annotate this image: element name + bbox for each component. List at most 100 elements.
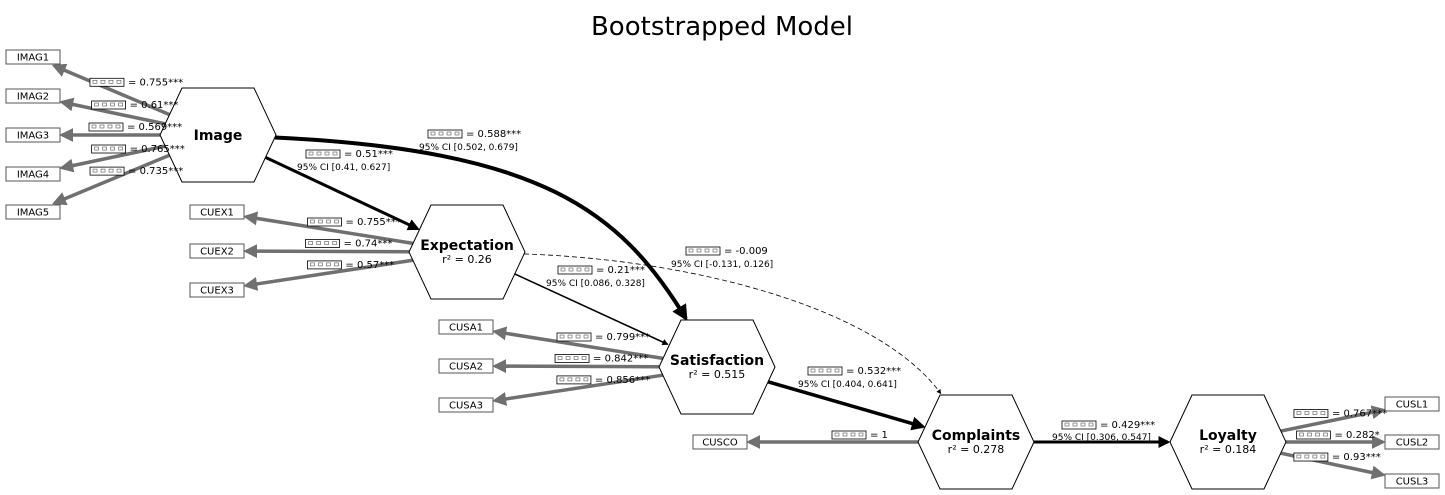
loading-label-box xyxy=(1293,409,1329,418)
indicator-label: IMAG4 xyxy=(17,170,49,181)
latent-hexagon[interactable] xyxy=(1169,394,1287,490)
loading-label-glyph xyxy=(94,102,99,107)
indicator-label: CUEX2 xyxy=(200,247,234,258)
latent-hexagon[interactable] xyxy=(658,319,776,415)
loading-label-imag2: = 0.61*** xyxy=(91,100,179,111)
indicator-box[interactable] xyxy=(5,49,61,65)
indicator-box[interactable] xyxy=(438,358,494,374)
path-arrow-satisfaction-to-complaints xyxy=(767,380,926,431)
indicator-cusco[interactable]: CUSCO xyxy=(692,434,748,450)
path-confidence-interval: 95% CI [-0.131, 0.126] xyxy=(671,260,773,270)
loading-label-glyph xyxy=(850,432,856,437)
indicator-cuex2[interactable]: CUEX2 xyxy=(189,243,245,259)
indicator-cuex3[interactable]: CUEX3 xyxy=(189,282,245,298)
loading-value-cusl2: = 0.282* xyxy=(1335,430,1380,441)
indicator-cusl3[interactable]: CUSL3 xyxy=(1384,473,1440,489)
loading-label-glyph xyxy=(332,241,337,245)
indicator-imag5[interactable]: IMAG5 xyxy=(5,204,61,220)
latent-hexagon[interactable] xyxy=(408,204,526,300)
loading-label-imag5: = 0.735*** xyxy=(89,166,183,177)
loading-label-imag4: = 0.765*** xyxy=(91,144,185,155)
indicator-imag3[interactable]: IMAG3 xyxy=(5,127,61,143)
loading-label-glyph xyxy=(1323,432,1328,437)
indicator-box[interactable] xyxy=(5,88,61,104)
indicator-label: CUEX3 xyxy=(200,286,234,297)
loading-label-glyph xyxy=(108,79,114,84)
path-label-box xyxy=(685,246,721,256)
path-coefficient: = 0.429*** xyxy=(1100,420,1155,431)
loading-label-box xyxy=(1293,452,1329,462)
indicator-label: CUSA1 xyxy=(449,323,483,334)
indicator-label: CUSA2 xyxy=(449,362,483,373)
loading-value-cusa1: = 0.799*** xyxy=(595,332,650,343)
path-label-glyph xyxy=(324,151,330,156)
indicator-label: CUSL1 xyxy=(1396,400,1429,411)
indicator-box[interactable] xyxy=(1384,434,1440,450)
path-coefficient: = 0.532*** xyxy=(846,366,901,377)
indicator-cusl2[interactable]: CUSL2 xyxy=(1384,434,1440,450)
loading-label-glyph xyxy=(316,241,321,245)
indicator-cusa2[interactable]: CUSA2 xyxy=(438,358,494,374)
path-label-glyph xyxy=(568,267,574,272)
path-label-glyph xyxy=(308,151,314,156)
indicator-box[interactable] xyxy=(189,204,245,220)
path-confidence-interval: 95% CI [0.404, 0.641] xyxy=(798,380,897,390)
indicator-imag1[interactable]: IMAG1 xyxy=(5,49,61,65)
indicator-box[interactable] xyxy=(438,397,494,413)
path-confidence-interval: 95% CI [0.306, 0.547] xyxy=(1052,433,1151,443)
path-label-image-to-satisfaction: = 0.588*** 95% CI [0.502, 0.679] xyxy=(419,129,521,153)
indicator-imag4[interactable]: IMAG4 xyxy=(5,166,61,182)
loading-label-glyph xyxy=(326,219,331,224)
loading-label-box xyxy=(307,260,342,270)
latent-hexagon[interactable] xyxy=(917,394,1035,490)
path-label-glyph xyxy=(1072,422,1078,427)
path-label-glyph xyxy=(332,151,338,156)
indicator-box[interactable] xyxy=(189,243,245,259)
indicator-box[interactable] xyxy=(189,282,245,298)
latent-hexagon[interactable] xyxy=(159,87,277,183)
indicator-box[interactable] xyxy=(692,434,748,450)
path-label-complaints-to-loyalty: = 0.429*** 95% CI [0.306, 0.547] xyxy=(1052,420,1155,443)
indicator-cuex1[interactable]: CUEX1 xyxy=(189,204,245,220)
indicator-box[interactable] xyxy=(438,319,494,335)
indicator-box[interactable] xyxy=(5,204,61,220)
loading-label-glyph xyxy=(1312,411,1318,415)
latent-name: Expectation xyxy=(420,238,514,254)
loading-label-glyph xyxy=(110,146,115,151)
path-confidence-interval: 95% CI [0.502, 0.679] xyxy=(419,143,518,153)
loading-value-imag2: = 0.61*** xyxy=(130,100,179,111)
loading-label-box xyxy=(91,144,127,154)
loading-arrow-imag5 xyxy=(52,153,171,206)
loading-label-cusl3: = 0.93*** xyxy=(1293,452,1381,463)
loading-label-glyph xyxy=(1307,432,1312,437)
indicator-box[interactable] xyxy=(5,166,61,182)
indicator-box[interactable] xyxy=(5,127,61,143)
indicator-imag2[interactable]: IMAG2 xyxy=(5,88,61,104)
loading-arrow-cusa3 xyxy=(492,373,664,406)
indicator-label: IMAG3 xyxy=(17,131,49,142)
path-label-image-to-expectation: = 0.51***95% CI [0.41, 0.627] xyxy=(297,149,393,173)
path-label-glyph xyxy=(818,368,824,373)
loading-arrow-imag1 xyxy=(51,63,171,117)
loading-label-glyph xyxy=(118,102,123,107)
loading-value-imag1: = 0.755*** xyxy=(128,77,183,88)
indicator-cusa3[interactable]: CUSA3 xyxy=(438,397,494,413)
loading-label-glyph xyxy=(565,356,571,360)
indicator-box[interactable] xyxy=(1384,473,1440,489)
loading-label-glyph xyxy=(318,219,323,224)
loading-label-glyph xyxy=(1312,454,1318,459)
loading-label-box xyxy=(91,100,127,110)
latent-image[interactable]: Image xyxy=(159,87,277,183)
loading-label-glyph xyxy=(334,262,339,267)
path-coefficient: = 0.588*** xyxy=(466,129,521,140)
loading-label-glyph xyxy=(92,168,98,173)
path-label-box xyxy=(557,265,593,275)
indicator-box[interactable] xyxy=(1384,396,1440,412)
indicator-cusa1[interactable]: CUSA1 xyxy=(438,319,494,335)
indicator-cusl1[interactable]: CUSL1 xyxy=(1384,396,1440,412)
